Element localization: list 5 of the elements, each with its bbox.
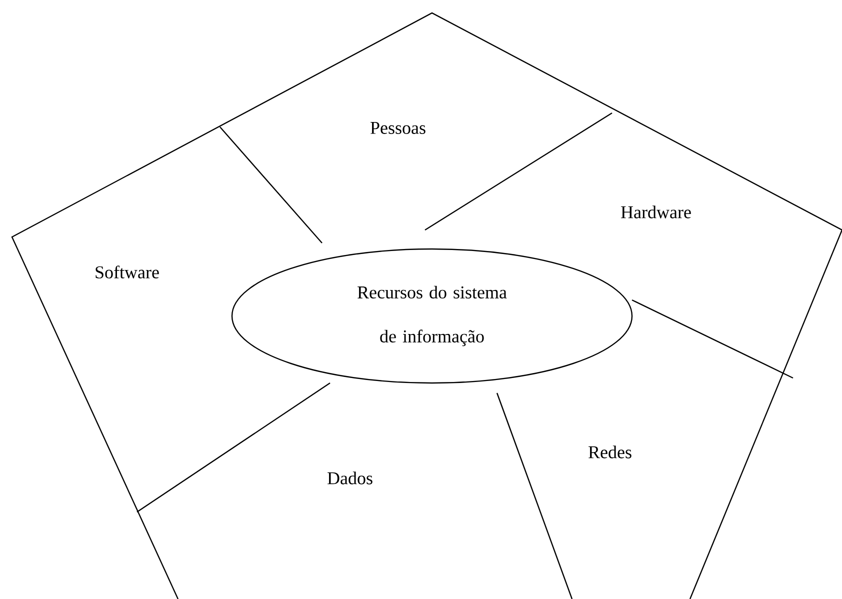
sector-label: Redes (588, 446, 632, 458)
sector-label: Dados (328, 472, 372, 484)
sector-label: Hardware (621, 206, 691, 218)
sector-label: Pessoas (370, 122, 426, 134)
sector-label: Software (96, 266, 159, 278)
